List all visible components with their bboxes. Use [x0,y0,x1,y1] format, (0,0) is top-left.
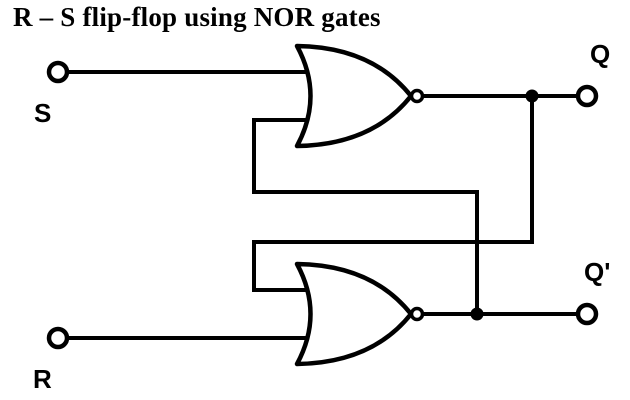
label-s: S [34,98,52,128]
junction-dot-q [525,89,539,103]
inversion-bubble-top [409,88,425,104]
nor-gate-top [294,43,414,149]
terminal-r [46,326,70,350]
wire-qbar-feedback [252,118,479,314]
label-r: R [33,364,52,394]
junction-dot-qbar [470,307,484,321]
label-qbar: Q' [584,257,611,287]
terminal-s [46,60,70,84]
terminal-qbar [575,302,599,326]
terminal-q [575,84,599,108]
nor-gate-bottom [294,261,414,367]
label-q: Q [590,39,611,69]
wire-q-feedback [252,96,534,292]
inversion-bubble-bottom [409,306,425,322]
diagram-title: R – S flip-flop using NOR gates [13,2,381,32]
